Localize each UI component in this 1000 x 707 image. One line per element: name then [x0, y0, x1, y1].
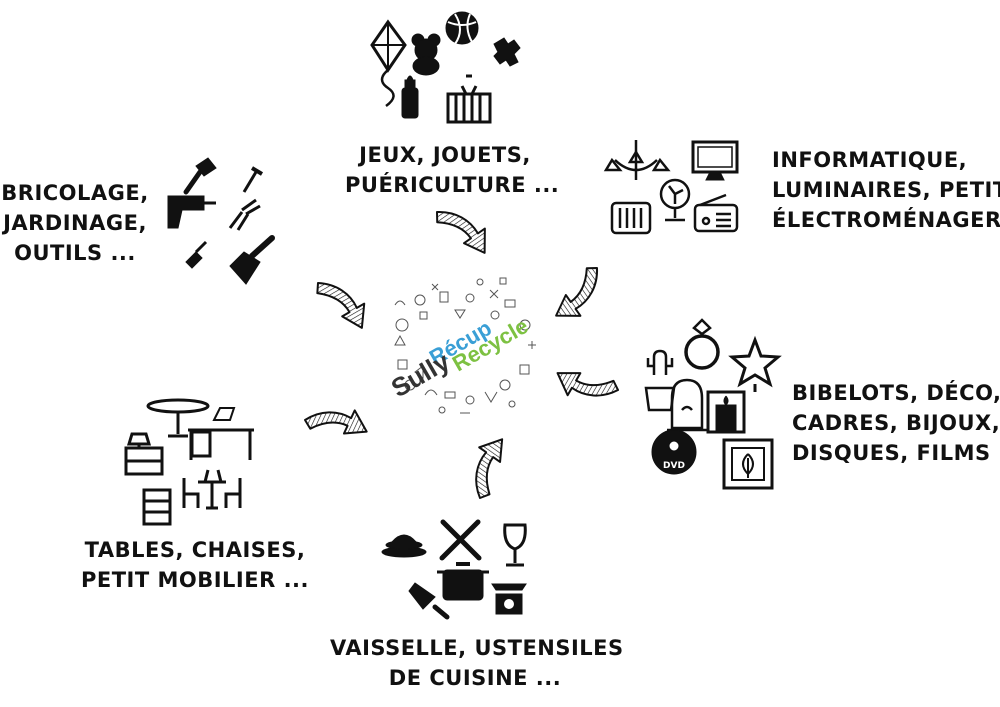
arrow-from-toys: [430, 209, 492, 254]
chandelier-icon: [603, 140, 671, 180]
label-furniture: TABLES, CHAISES, PETIT MOBILIER ...: [80, 538, 310, 592]
scale-icon: [491, 583, 527, 615]
fan-icon: [659, 178, 691, 222]
arrow-from-deco: [556, 358, 620, 407]
chairs-icon: [182, 469, 242, 510]
radio-icon: [693, 193, 739, 233]
lamp-icon: [126, 432, 152, 448]
shovel-icon: [229, 235, 275, 285]
crib-icon: [446, 74, 492, 124]
knife-icon: [408, 582, 450, 620]
arrow-from-tools: [308, 280, 372, 329]
dvd-icon: DVD: [651, 429, 697, 475]
bell-jar-icon: [667, 378, 707, 432]
cutlery-icon: [439, 519, 482, 561]
screw-icon: [242, 166, 264, 193]
kite-icon: [370, 19, 407, 108]
kitchen-icons: [381, 519, 527, 620]
puzzle-icon: [493, 37, 521, 67]
label-deco: BIBELOTS, DÉCO, CADRES, BIJOUX, DISQUES,…: [792, 381, 1000, 465]
radiator-icon: [610, 201, 652, 235]
shelf-icon: [142, 488, 172, 526]
deco-icons: DVD: [644, 318, 782, 490]
arrow-from-furniture: [303, 399, 368, 452]
label-tools: BRICOLAGE, JARDINAGE, OUTILS ...: [1, 181, 149, 265]
teddy-bear-icon: [411, 33, 441, 76]
dresser-icon: [124, 446, 164, 476]
ball-icon: [445, 11, 479, 45]
doodle-cloud: [394, 277, 536, 414]
label-kitchen: VAISSELLE, USTENSILES DE CUISINE ...: [330, 636, 624, 690]
frame-icon: [722, 438, 774, 490]
candle-icon: [706, 390, 746, 434]
plates-icon: [381, 534, 427, 558]
tools-icons: [167, 157, 275, 285]
table-icon: [146, 398, 210, 438]
svg-text:DVD: DVD: [663, 461, 685, 471]
pliers-icon: [228, 198, 261, 231]
toys-icons: [370, 11, 521, 124]
furniture-icons: [124, 398, 254, 526]
cactus-icon: [644, 349, 676, 412]
label-electronics: INFORMATIQUE, LUMINAIRES, PETIT ÉLECTROM…: [772, 148, 1000, 232]
arrow-from-kitchen: [468, 438, 513, 500]
hammer-icon: [183, 157, 217, 195]
arrow-from-electronics: [555, 261, 600, 323]
label-toys: JEUX, JOUETS, PUÉRICULTURE ...: [345, 143, 560, 197]
monitor-icon: [691, 140, 739, 181]
wine-glass-icon: [503, 523, 527, 567]
ring-icon: [684, 318, 720, 370]
baby-bottle-icon: [401, 75, 419, 119]
trowel-icon: [185, 240, 208, 269]
desk-icon: [188, 407, 254, 460]
pot-icon: [437, 562, 489, 601]
drill-icon: [167, 195, 216, 229]
electronics-icons: [603, 140, 739, 235]
star-lamp-icon: [728, 335, 782, 392]
center-logo: Récup Recycle Sully: [386, 277, 536, 414]
